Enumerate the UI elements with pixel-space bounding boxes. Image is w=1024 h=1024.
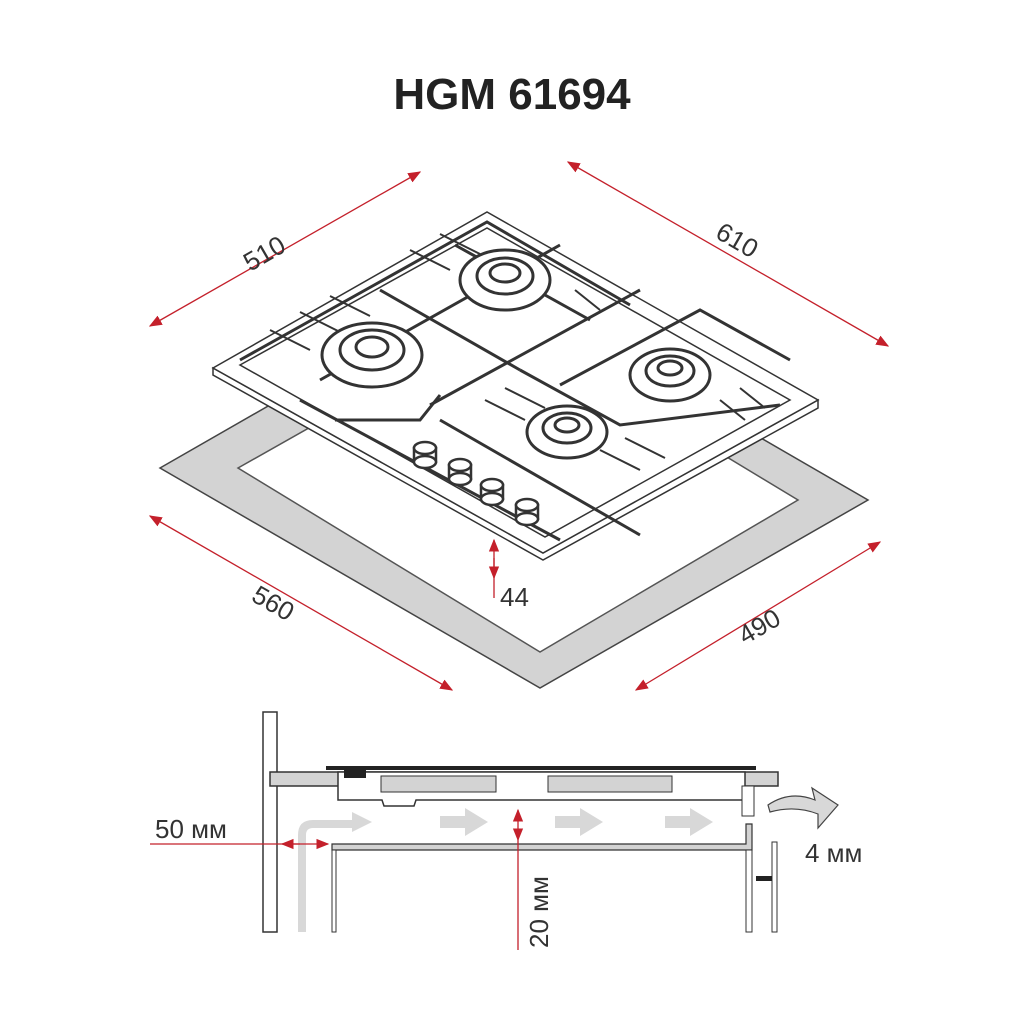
dim-610: 610 <box>711 216 764 264</box>
knob-4 <box>514 497 540 527</box>
control-knobs <box>412 440 540 527</box>
burner-front <box>525 404 609 460</box>
burner-back <box>458 248 552 312</box>
airflow-arrows <box>298 786 839 932</box>
model-title: HGM 61694 <box>393 70 631 119</box>
dim-50mm: 50 мм <box>155 814 227 844</box>
dim-line-610 <box>566 161 890 347</box>
dim-560: 560 <box>247 579 300 627</box>
dim-line-490 <box>634 541 882 691</box>
back-wall <box>262 711 278 933</box>
dim-490: 490 <box>733 603 786 651</box>
dim-line-560 <box>148 515 454 691</box>
section-view <box>262 711 779 933</box>
burners <box>320 248 712 460</box>
knob-3 <box>479 477 505 507</box>
dim-20mm: 20 мм <box>524 876 554 948</box>
burner-left-wok <box>320 321 424 389</box>
dim-line-510 <box>148 171 422 327</box>
dim-44: 44 <box>500 582 529 612</box>
dim-510: 510 <box>238 230 291 278</box>
knob-1 <box>412 440 438 470</box>
dim-4mm: 4 мм <box>805 838 862 868</box>
knob-2 <box>447 457 473 487</box>
burner-right <box>628 347 712 403</box>
